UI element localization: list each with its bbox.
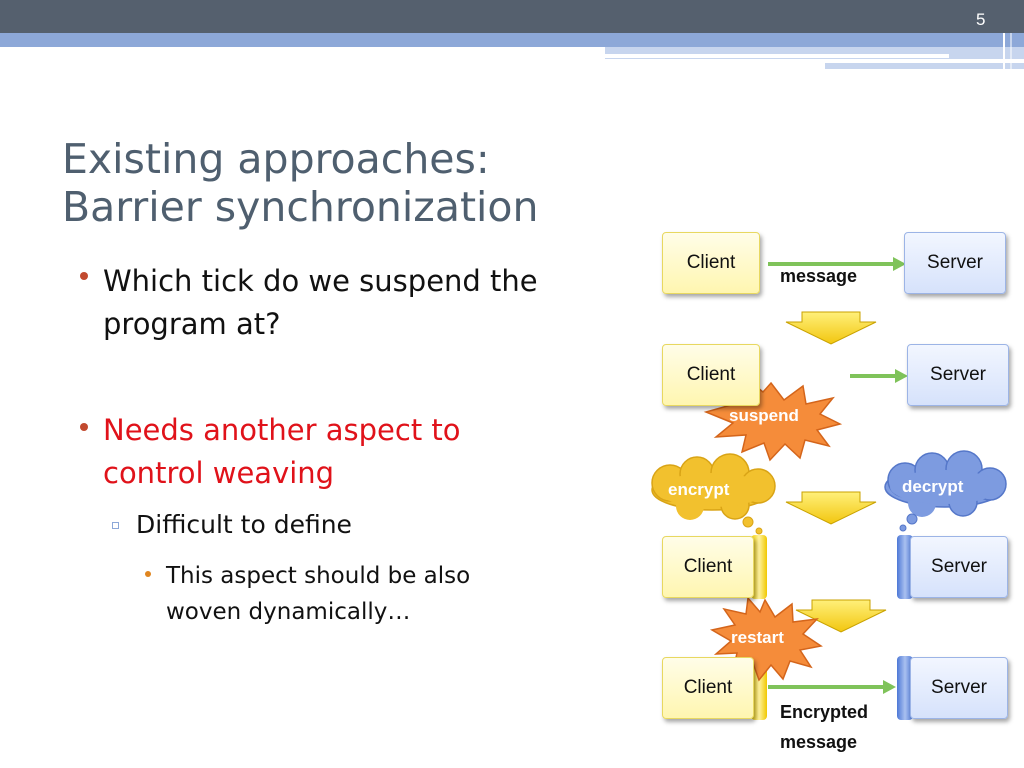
- bullet-2-line-1: Needs another aspect to: [103, 413, 461, 447]
- bullet-2: Needs another aspect to control weaving: [103, 409, 603, 495]
- message-arrow-2: [850, 369, 908, 383]
- suspend-label: suspend: [729, 406, 799, 425]
- server-label-1: Server: [927, 252, 983, 273]
- server-label-2: Server: [930, 364, 986, 385]
- server-box-2: Server: [907, 344, 1009, 406]
- slide-title: Existing approaches: Barrier synchroniza…: [62, 135, 539, 231]
- down-arrow-1: [785, 311, 877, 345]
- sub-sub-bullet-marker: [145, 571, 151, 577]
- server-box-4: Server: [910, 657, 1008, 719]
- encrypted-message-label-line-1: Encrypted: [780, 702, 869, 722]
- page-number: 5: [976, 10, 986, 29]
- bullet-marker-2: [80, 423, 88, 431]
- bullet-1-line-1: Which tick do we suspend the: [103, 264, 538, 298]
- client-label-1: Client: [686, 252, 736, 273]
- client-label-3: Client: [683, 556, 733, 577]
- decrypt-cloud: [884, 450, 1007, 532]
- server-barrier-bar-2: [897, 656, 913, 720]
- message-arrow-3: [768, 680, 896, 694]
- client-box-3: Client: [662, 536, 754, 598]
- client-box-2: Client: [662, 344, 760, 406]
- restart-label: restart: [731, 628, 784, 647]
- server-label-4: Server: [931, 677, 987, 698]
- message-arrow-1: [768, 257, 906, 271]
- encrypted-message-label-line-2: message: [780, 732, 858, 752]
- decrypt-label: decrypt: [902, 477, 964, 496]
- title-line-2: Barrier synchronization: [62, 183, 539, 231]
- server-barrier-bar-1: [897, 535, 913, 599]
- server-box-3: Server: [910, 536, 1008, 598]
- client-barrier-bar-1: [751, 535, 767, 599]
- header-band: [0, 0, 1024, 72]
- sub-bullet-marker: [112, 522, 119, 529]
- sub-sub-bullet: This aspect should be also woven dynamic…: [166, 558, 546, 630]
- down-arrow-2: [785, 491, 877, 525]
- title-line-1: Existing approaches:: [62, 135, 490, 183]
- server-label-3: Server: [931, 556, 987, 577]
- message-label: message: [780, 266, 858, 286]
- bullet-marker-1: [80, 272, 88, 280]
- server-box-1: Server: [904, 232, 1006, 294]
- bullet-2-line-2: control weaving: [103, 456, 335, 490]
- client-label-2: Client: [686, 364, 736, 385]
- bullet-1-line-2: program at?: [103, 307, 281, 341]
- down-arrow-3: [795, 599, 887, 633]
- bullet-1: Which tick do we suspend the program at?: [103, 260, 603, 346]
- client-box-4: Client: [662, 657, 754, 719]
- client-box-1: Client: [662, 232, 760, 294]
- encrypt-cloud: [651, 453, 776, 535]
- encrypt-label: encrypt: [668, 480, 730, 499]
- client-label-4: Client: [683, 677, 733, 698]
- sub-sub-bullet-line-2: woven dynamically…: [166, 599, 411, 625]
- sub-sub-bullet-line-1: This aspect should be also: [166, 563, 471, 589]
- sub-bullet: Difficult to define: [136, 510, 352, 539]
